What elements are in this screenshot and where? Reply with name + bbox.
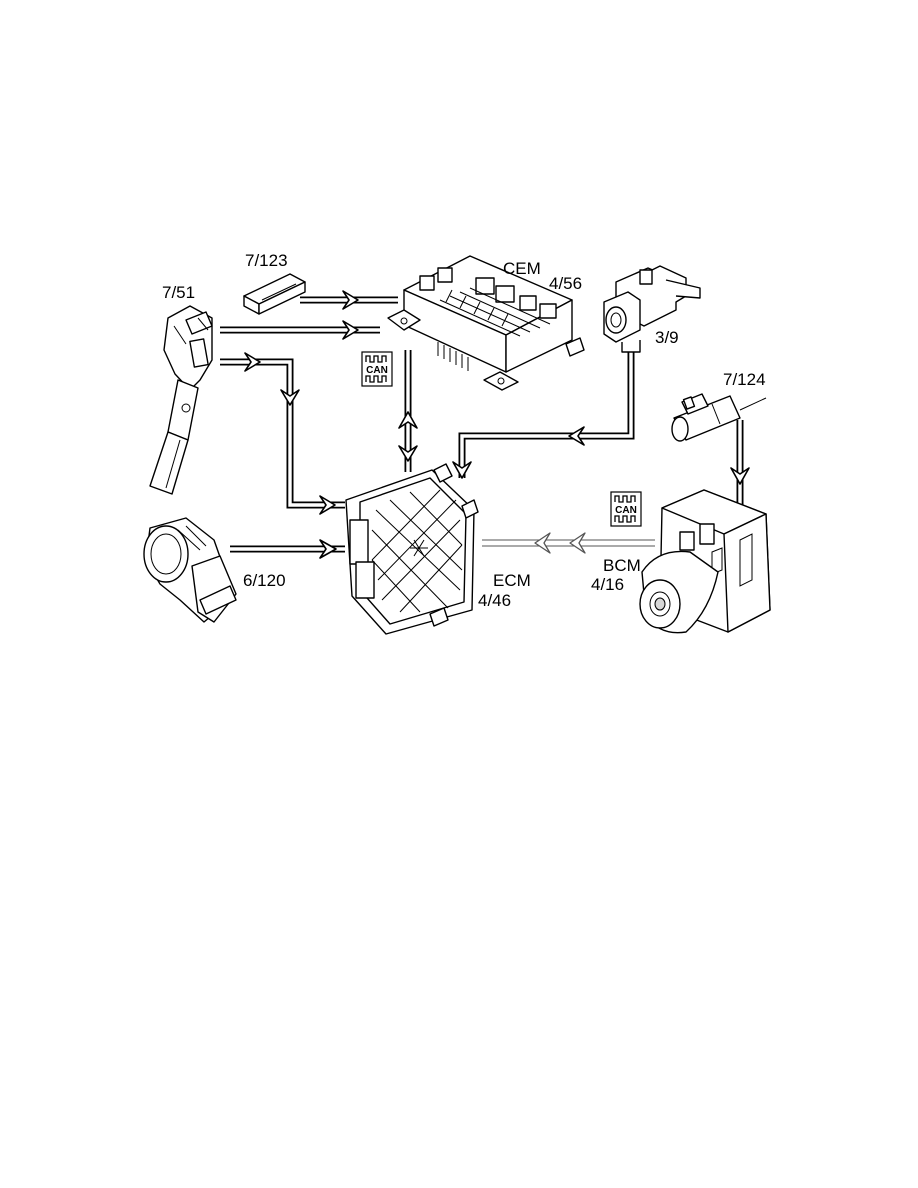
label-ecm-number: 4/46 bbox=[478, 591, 511, 610]
label-7-123: 7/123 bbox=[245, 251, 288, 270]
pedal-7-51-drawing bbox=[149, 305, 213, 495]
label-cem-name: CEM bbox=[503, 259, 541, 278]
label-bcm-number: 4/16 bbox=[591, 575, 624, 594]
sensor-7-124-drawing bbox=[671, 393, 767, 442]
label-bcm-name: BCM bbox=[603, 556, 641, 575]
can-badge-label: CAN bbox=[615, 505, 637, 516]
label-3-9: 3/9 bbox=[655, 328, 679, 347]
label-7-51: 7/51 bbox=[162, 283, 195, 302]
signal-lines bbox=[220, 290, 750, 559]
line-7-51-to-cem bbox=[220, 320, 380, 340]
label-7-124: 7/124 bbox=[723, 370, 766, 389]
throttle-6-120-drawing bbox=[143, 517, 237, 623]
cem-module-drawing bbox=[387, 255, 585, 391]
line-cem-ecm bbox=[398, 350, 418, 472]
label-ecm-name: ECM bbox=[493, 571, 531, 590]
label-cem-number: 4/56 bbox=[549, 274, 582, 293]
switch-3-9-drawing bbox=[603, 265, 701, 353]
label-6-120: 6/120 bbox=[243, 571, 286, 590]
ecm-module-drawing bbox=[345, 463, 479, 635]
bcm-unit-drawing bbox=[639, 489, 771, 634]
can-badge: CAN bbox=[610, 491, 642, 527]
line-3-9-to-ecm bbox=[452, 352, 635, 479]
line-7-123-to-cem bbox=[300, 290, 398, 310]
can-badge: CAN bbox=[361, 351, 393, 387]
can-badge-label: CAN bbox=[366, 365, 388, 376]
line-6-120-to-ecm bbox=[230, 539, 345, 559]
line-7-124-to-bcm bbox=[730, 420, 750, 508]
line-can-bcm-ecm bbox=[482, 532, 655, 554]
line-7-51-to-ecm bbox=[220, 352, 345, 515]
sensor-7-123-drawing bbox=[243, 273, 306, 315]
